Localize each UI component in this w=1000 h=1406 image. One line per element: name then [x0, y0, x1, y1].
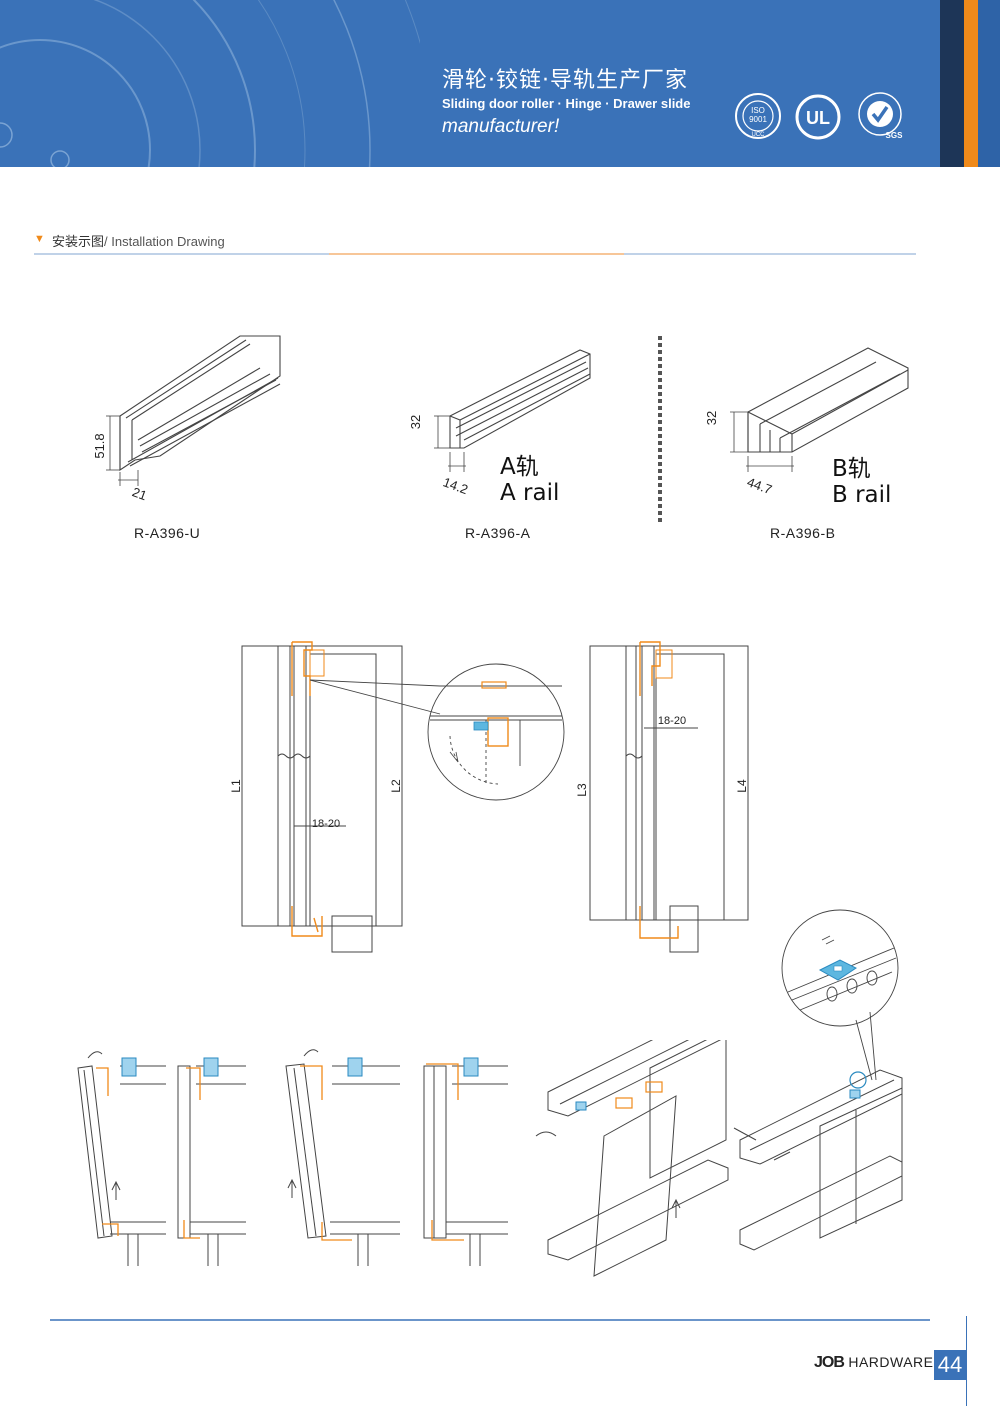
sgs-logo: SGS [858, 92, 904, 140]
profile-a-height: 32 [408, 415, 423, 429]
iso-9001-ucc-logo: ISO 9001 UCC [735, 93, 781, 139]
footer-vertical-rule [966, 1316, 967, 1406]
step-1-drawing [77, 1051, 166, 1266]
section-title: 安装示图/ Installation Drawing [52, 231, 225, 250]
section-marker-icon: ▼ [34, 233, 45, 245]
header-stripe-orange [964, 0, 978, 167]
header-title-en: Sliding door roller · Hinge · Drawer sli… [442, 96, 691, 111]
dotted-separator [658, 336, 662, 524]
profile-u-width: 21 [130, 484, 149, 503]
dim-l1: L1 [229, 779, 243, 793]
brand-footer: JOB HARDWARE [814, 1354, 934, 1372]
profile-b-height: 32 [704, 411, 719, 425]
dim-left-gap: 18-20 [312, 818, 340, 830]
step-2-drawing [177, 1065, 246, 1266]
profile-a-drawing: 32 14.2 [408, 349, 591, 497]
header-stripe-navy [940, 0, 964, 167]
section-title-en: / Installation Drawing [104, 234, 225, 249]
profile-u-height: 51.8 [92, 433, 107, 458]
dim-right-gap: 18-20 [658, 715, 686, 727]
brand-text: HARDWARE [848, 1354, 934, 1370]
brand-logo: JOB [814, 1354, 845, 1371]
iso-number: 9001 [749, 115, 767, 124]
profile-a-code: R-A396-A [465, 525, 531, 541]
dim-l4: L4 [735, 779, 749, 793]
ul-logo: UL [795, 94, 841, 140]
rail-b-label: B轨 B rail [832, 456, 891, 508]
step-4-drawing [423, 1065, 508, 1266]
header-title-cn: 滑轮·铰链·导轨生产厂家 [442, 68, 688, 93]
profile-b-code: R-A396-B [770, 525, 836, 541]
rail-a-label: A轨 A rail [500, 454, 559, 506]
header-stripe-blue [978, 0, 1000, 167]
header-circle-decoration [0, 0, 420, 167]
dim-l2: L2 [389, 779, 403, 793]
ucc-text: UCC [752, 132, 766, 138]
section-drawing-left: L1 L2 18-20 [229, 641, 403, 953]
section-drawing-right: L3 L4 18-20 [575, 641, 749, 953]
step-5-drawing [535, 1040, 729, 1277]
profile-u-drawing: 51.8 21 [92, 335, 281, 503]
step-6-drawing [733, 1069, 903, 1251]
page-number: 44 [934, 1350, 966, 1380]
step-3-drawing [285, 1049, 400, 1266]
rail-b-label-cn: B轨 [832, 456, 871, 482]
detail-circle-right [781, 909, 899, 1081]
dim-l3: L3 [575, 783, 589, 797]
footer-line [50, 1319, 930, 1321]
installation-steps [77, 1040, 903, 1277]
header-band: 滑轮·铰链·导轨生产厂家 Sliding door roller · Hinge… [0, 0, 1000, 167]
detail-circle-left [310, 663, 565, 801]
rail-a-label-cn: A轨 [500, 454, 539, 480]
profile-a-width: 14.2 [441, 474, 470, 497]
profile-u-code: R-A396-U [134, 525, 201, 541]
sgs-text: SGS [886, 131, 904, 140]
profile-b-width: 44.7 [745, 474, 774, 497]
profile-b-drawing: 32 44.7 [704, 347, 909, 497]
section-title-cn: 安装示图 [52, 235, 105, 250]
rail-b-label-en: B rail [832, 482, 892, 508]
ul-text: UL [806, 108, 830, 128]
rail-a-label-en: A rail [500, 480, 560, 506]
section-divider [34, 253, 916, 255]
iso-text: ISO [751, 106, 765, 115]
header-title-manufacturer: manufacturer! [442, 116, 560, 137]
